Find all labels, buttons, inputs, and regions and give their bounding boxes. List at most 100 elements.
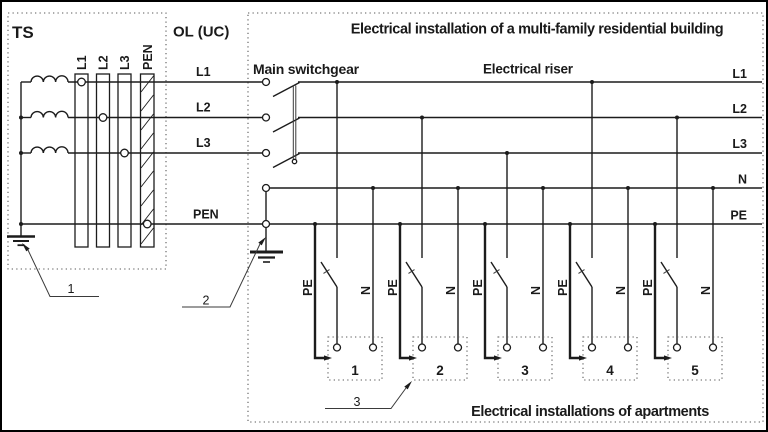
- pe-arrowhead: [324, 355, 332, 361]
- apartment-box: [582, 336, 638, 381]
- transformer-station-label: TS: [12, 23, 34, 42]
- busbar-l2-label: L2: [97, 55, 111, 70]
- apartment-n-label: N: [614, 286, 628, 295]
- callout-2: 2: [182, 237, 266, 308]
- page-title: Electrical installation of a multi-famil…: [351, 22, 723, 38]
- apartment-number: 3: [521, 363, 529, 378]
- main-switchgear-label: Main switchgear: [253, 61, 360, 77]
- apartment-3: PE N 3: [471, 151, 553, 381]
- ol-l3-label: L3: [196, 136, 211, 150]
- apartment-pe-drop: [653, 224, 665, 360]
- switchgear-earth-ground-icon: [250, 227, 283, 263]
- apartment-switch-icon: [320, 261, 338, 288]
- apartment-n-label: N: [444, 286, 458, 295]
- apartment-pe-label: PE: [386, 279, 400, 296]
- pe-arrowhead: [409, 355, 417, 361]
- apartment-number: 2: [436, 363, 444, 378]
- ol-l2-label: L2: [196, 101, 211, 115]
- ol-pen-label: PEN: [193, 208, 219, 222]
- busbar-l1-label: L1: [75, 55, 89, 70]
- apartment-1: PE N 1: [301, 80, 383, 381]
- apartment-n-label: N: [699, 286, 713, 295]
- apartment-pe-label: PE: [641, 279, 655, 296]
- apartment-pe-drop: [313, 224, 325, 360]
- apartment-pe-drop: [568, 224, 580, 360]
- switch-blade-l2: [272, 117, 300, 133]
- apartment-n-label: N: [529, 286, 543, 295]
- switch-blade-l1: [272, 81, 300, 98]
- winding-coil-l3: [30, 146, 69, 154]
- switch-terminal: [261, 77, 271, 87]
- pe-arrowhead: [579, 355, 587, 361]
- apartment-2: PE N 2: [386, 115, 468, 381]
- apartments-caption: Electrical installations of apartments: [471, 404, 709, 420]
- apartment-pe-drop: [483, 224, 495, 360]
- apartment-box: [497, 336, 553, 381]
- switch-terminal: [261, 113, 271, 122]
- callout-3-label: 3: [354, 395, 361, 409]
- busbar-pen-label: PEN: [141, 44, 155, 70]
- overhead-line-labels: L1 L2 L3 PEN: [193, 65, 219, 222]
- apartment-box: [412, 336, 468, 381]
- callout-3-arrowhead: [404, 381, 412, 390]
- callout-1-label: 1: [68, 282, 75, 296]
- transformer-station: L1 L2 L3 PEN: [7, 44, 155, 248]
- bar-tap-terminal: [142, 219, 152, 229]
- electrical-riser-label: Electrical riser: [483, 62, 574, 77]
- riser-conductors: L1 L2 L3 N PE: [269, 67, 762, 225]
- winding-coil-l1: [30, 75, 69, 83]
- callout-1-arrowhead: [22, 243, 30, 252]
- busbar-pen-hatch: [140, 75, 154, 245]
- busbar-l1: [74, 73, 89, 248]
- apartment-number: 4: [606, 363, 614, 378]
- bar-tap-terminal: [77, 77, 86, 87]
- apartment-n-label: N: [359, 286, 373, 295]
- switch-terminal: [261, 148, 271, 158]
- pe-split-terminal: [261, 219, 271, 229]
- apartment-switch-icon: [490, 261, 508, 288]
- apartment-number: 1: [351, 363, 359, 378]
- callout-3: 3: [325, 381, 412, 409]
- riser-pe-label: PE: [730, 209, 747, 223]
- riser-l1-label: L1: [732, 67, 747, 81]
- switch-gang-bar: [291, 85, 298, 165]
- pe-arrowhead: [494, 355, 502, 361]
- apartment-switch-icon: [405, 261, 423, 288]
- winding-coil-l2: [30, 110, 69, 118]
- apartment-4: PE N 4: [556, 80, 638, 381]
- busbar-l3: [117, 73, 132, 248]
- main-switchgear: [250, 77, 300, 263]
- apartment-switch-icon: [575, 261, 593, 288]
- callout-3-leader: [325, 387, 407, 409]
- building-section-border: [247, 12, 764, 423]
- station-earth-ground-icon: [7, 224, 35, 247]
- callout-1: 1: [22, 243, 99, 297]
- callout-2-arrowhead: [258, 237, 266, 246]
- bar-tap-terminal: [120, 148, 129, 158]
- bar-tap-terminal: [98, 113, 108, 122]
- callout-2-leader: [182, 243, 261, 308]
- pe-arrowhead: [664, 355, 672, 361]
- apartment-pe-label: PE: [301, 279, 315, 296]
- apartment-box: [327, 336, 383, 381]
- apartment-pe-label: PE: [556, 279, 570, 296]
- apartment-5: PE N 5: [641, 115, 723, 381]
- apartment-number: 5: [691, 363, 699, 378]
- busbar-l2: [95, 73, 111, 248]
- overhead-line-label: OL (UC): [173, 24, 229, 41]
- riser-n-label: N: [738, 173, 747, 187]
- supply-conductors: [21, 77, 263, 229]
- ol-l1-label: L1: [196, 65, 211, 79]
- callout-2-label: 2: [203, 294, 210, 308]
- switch-blade-l3: [272, 152, 300, 169]
- apartment-pe-drop: [398, 224, 410, 360]
- riser-l2-label: L2: [732, 102, 747, 116]
- apartment-switch-icon: [660, 261, 678, 288]
- n-split-terminal: [261, 183, 271, 193]
- riser-l3-label: L3: [732, 137, 747, 151]
- callout-1-leader: [27, 249, 99, 297]
- busbar-l3-label: L3: [118, 55, 132, 70]
